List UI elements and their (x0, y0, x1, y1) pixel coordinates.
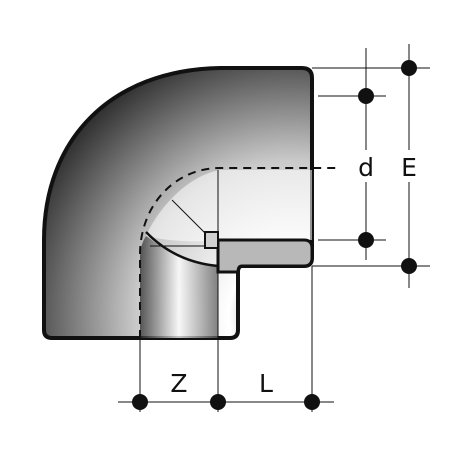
label-Z: Z (170, 369, 187, 398)
seat-step (204, 231, 219, 249)
label-d: d (358, 153, 374, 182)
dim-dot-d-bottom (358, 232, 374, 248)
dim-dot-E-bottom (401, 258, 417, 274)
label-E: E (401, 153, 417, 182)
dim-dot-d-top (358, 88, 374, 104)
dim-dot-Z-right (210, 394, 226, 410)
label-E-bg (397, 150, 421, 182)
leg-bore-shading (140, 236, 218, 338)
dim-dot-L-right (304, 394, 320, 410)
dim-dot-Z-left (132, 394, 148, 410)
construction-line-diagonal (171, 199, 207, 235)
label-L: L (259, 369, 273, 398)
socket-opening-edge (145, 231, 219, 268)
dim-dot-E-top (401, 60, 417, 76)
socket-bore-shading (146, 170, 312, 242)
label-d-bg (355, 150, 377, 182)
socket-seat (216, 238, 314, 274)
